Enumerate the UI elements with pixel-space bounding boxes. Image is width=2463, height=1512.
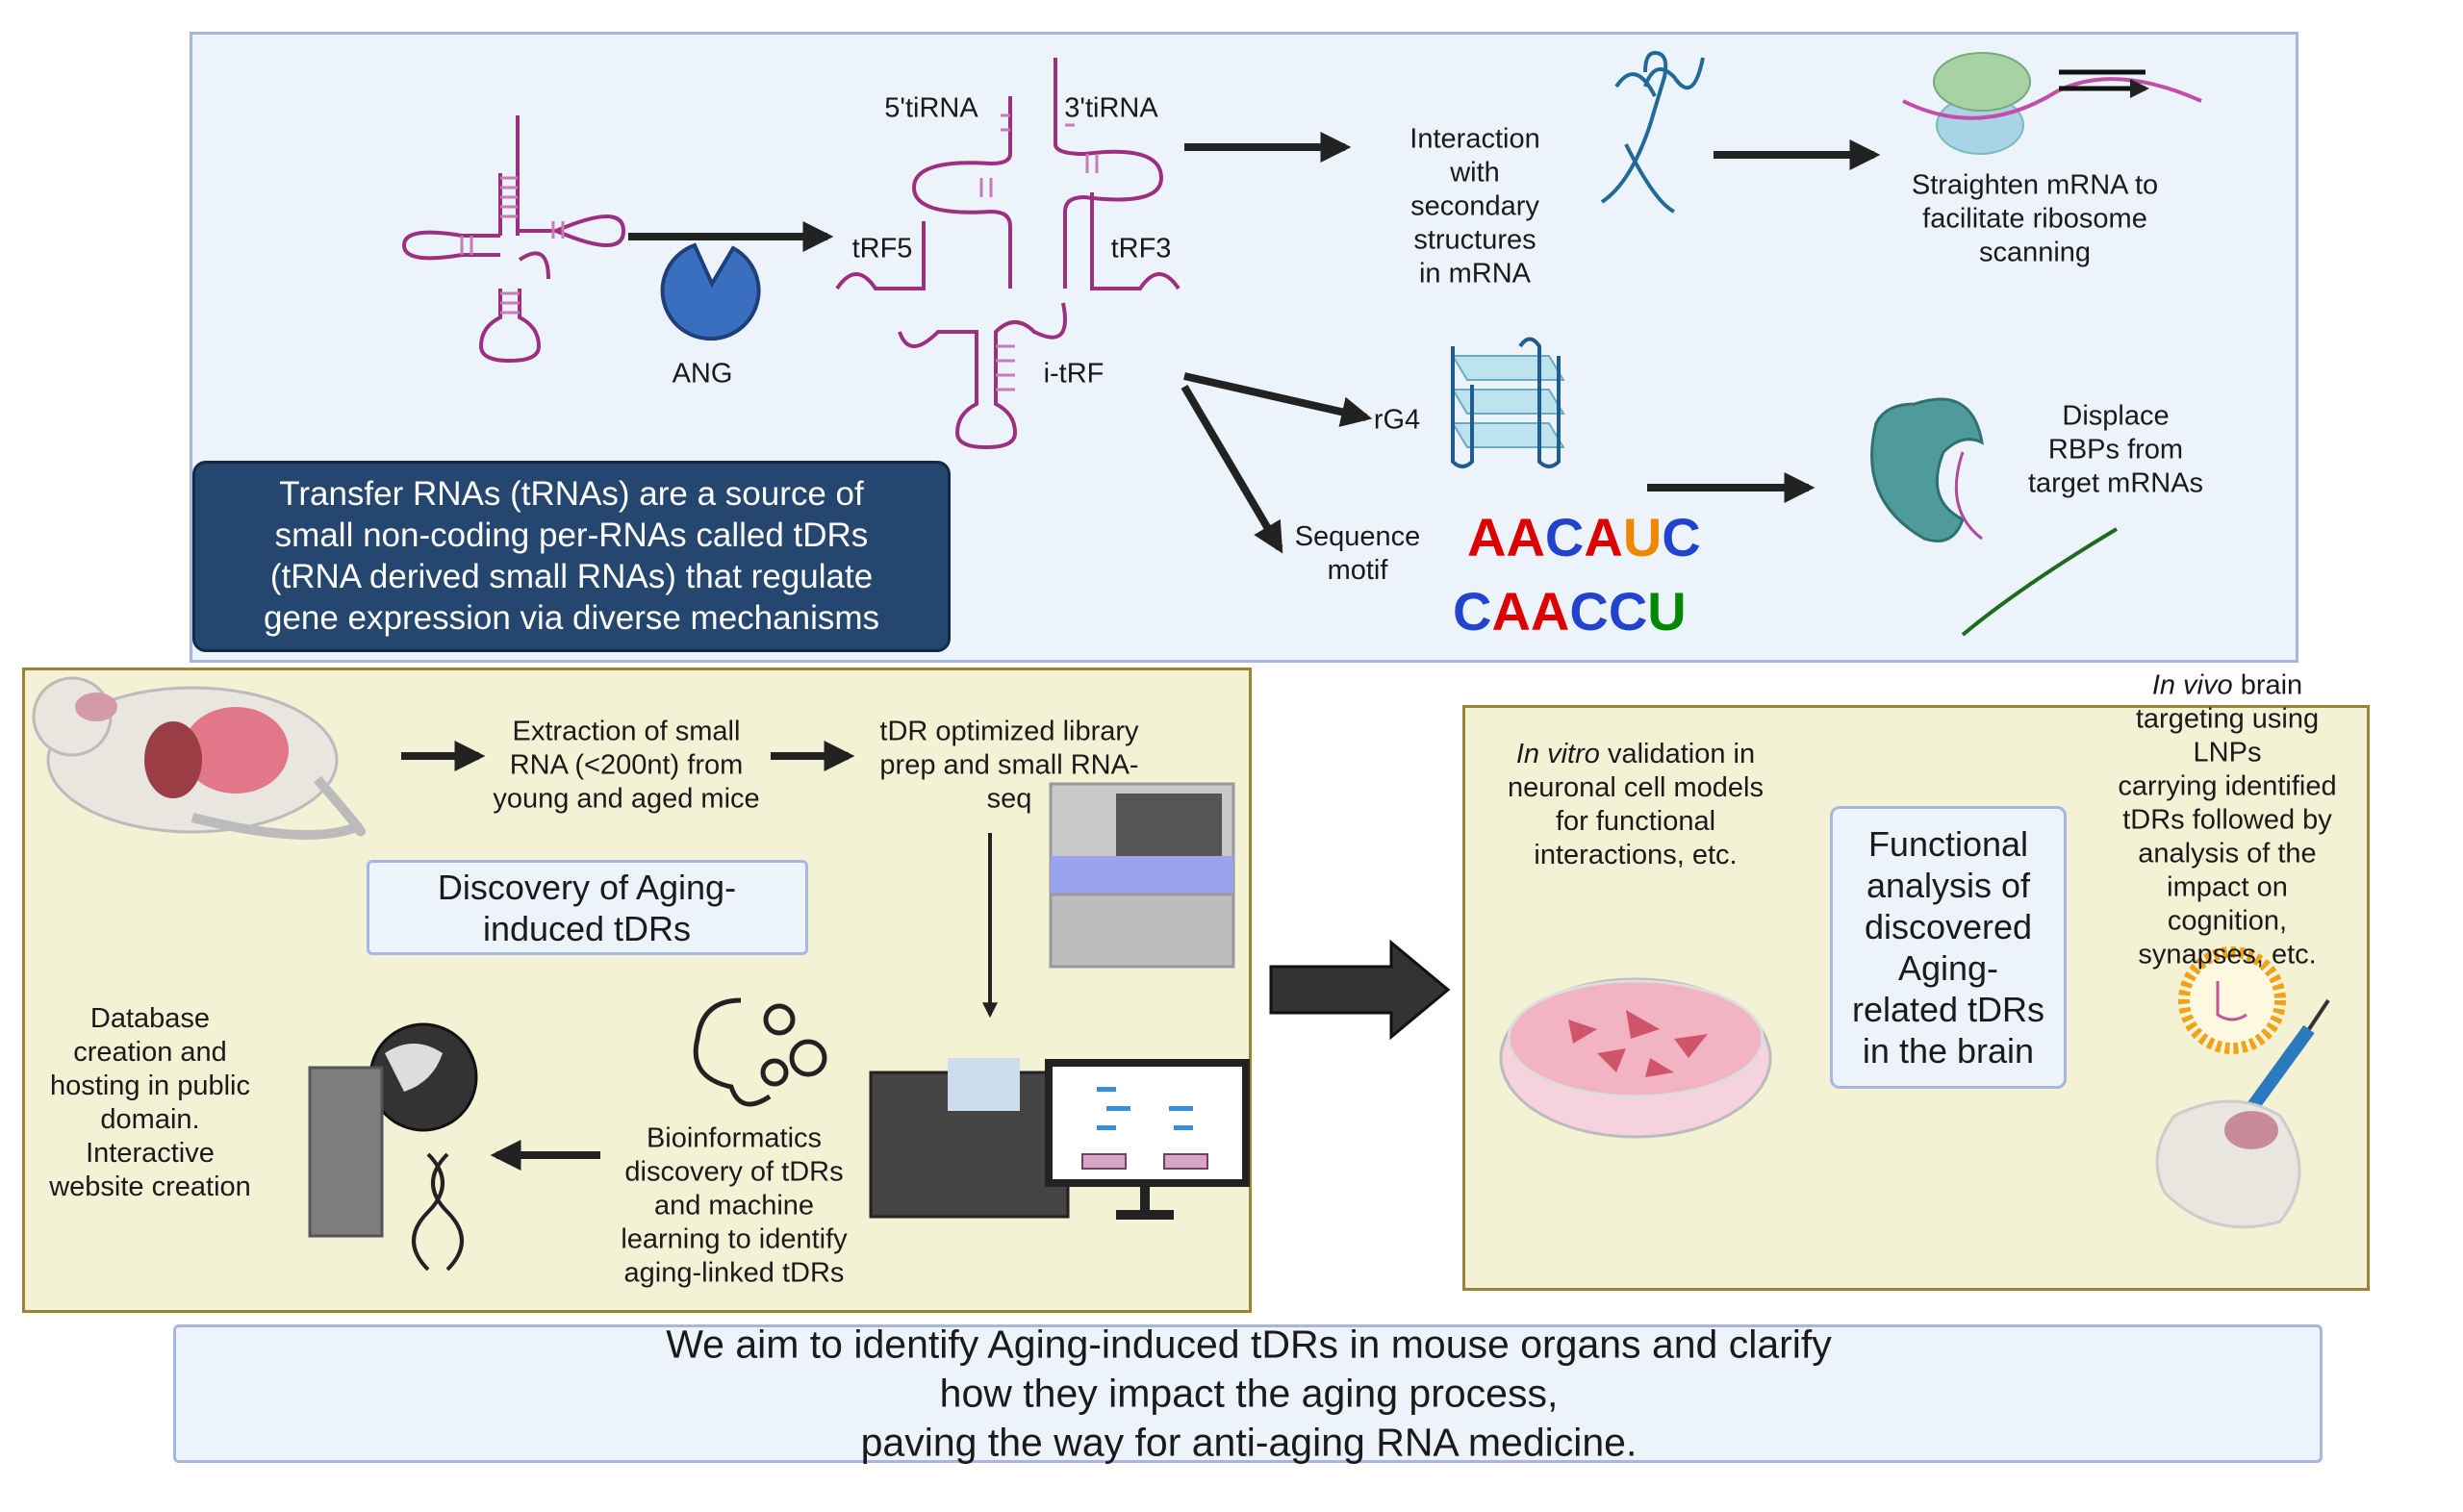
extraction-text: Extraction of small RNA (<200nt) from yo…: [493, 716, 760, 815]
mouse-organs-icon: [32, 676, 366, 840]
motif-logo-2: CAACCU: [1453, 581, 1687, 642]
big-arrow-icon: [1269, 939, 1451, 1041]
aim-box: [173, 1324, 2323, 1463]
trna-fragments-icon: [835, 58, 1181, 450]
label-rg4: rG4: [1373, 404, 1421, 436]
petri-dish-icon: [1499, 977, 1772, 1139]
aim-text: We aim to identify Aging-induced tDRs in…: [666, 1322, 1832, 1465]
functional-title-box: [1830, 806, 2067, 1089]
sequence-logo-icon: AACAUC CAACCU: [1453, 507, 1701, 642]
functional-title: Functional analysis of discovered Aging-…: [1851, 824, 2045, 1071]
rg4-quadruplex-icon: [1451, 337, 1565, 468]
brain-gears-icon: [693, 997, 827, 1107]
in-vivo-italic: In vivo: [2151, 669, 2233, 701]
in-vivo-text: In vivo brain targeting using LNPs carry…: [2110, 669, 2346, 972]
trna-cloverleaf-icon: [401, 115, 626, 364]
flow-arrows: [401, 132, 1881, 1171]
bioinformatics-text: Bioinformatics discovery of tDRs and mac…: [621, 1122, 848, 1289]
discovery-title-box: [367, 860, 808, 955]
mrna-secondary-structure-icon: [1600, 50, 1705, 214]
label-3-tirna: 3'tiRNA: [1064, 92, 1158, 124]
in-vivo-rest: brain targeting using LNPs carrying iden…: [2118, 669, 2337, 970]
straighten-text: Straighten mRNA to facilitate ribosome s…: [1911, 169, 2159, 268]
ang-enzyme-icon: [660, 242, 761, 341]
displace-text: Displace RBPs from target mRNAs: [2027, 400, 2204, 499]
label-5-tirna: 5'tiRNA: [884, 92, 978, 124]
server-globe-icon: [308, 1022, 478, 1272]
summary-text: Transfer RNAs (tRNAs) are a source of sm…: [263, 475, 880, 637]
sequencer-icon: [1049, 782, 1235, 969]
library-prep-text: tDR optimized library prep and small RNA…: [879, 716, 1139, 815]
label-trf5: tRF5: [851, 233, 913, 265]
in-vitro-text: In vitro validation in neuronal cell mod…: [1508, 738, 1764, 872]
label-sequence-motif: Sequence motif: [1294, 521, 1421, 586]
ribosome-icon: [1902, 52, 2202, 155]
in-vitro-italic: In vitro: [1515, 739, 1600, 769]
label-trf3: tRF3: [1110, 233, 1172, 265]
label-ang: ANG: [672, 358, 733, 390]
interaction-text: Interaction with secondary structures in…: [1409, 123, 1540, 290]
summary-box: [192, 461, 951, 652]
arrow-rg4: [1183, 372, 1373, 427]
discovery-title: Discovery of Aging- induced tDRs: [437, 868, 737, 948]
arrow-motif: [1181, 384, 1283, 554]
in-vitro-rest: validation in neuronal cell models for f…: [1508, 739, 1764, 870]
motif-logo-1: AACAUC: [1467, 507, 1701, 567]
rbp-protein-icon: [1870, 397, 2119, 637]
lnp-syringe-mouse-icon: [2155, 946, 2330, 1229]
label-i-trf: i-tRF: [1043, 358, 1105, 390]
database-text: Database creation and hosting in public …: [49, 1003, 251, 1202]
computer-sequencing-icon: [869, 1058, 1250, 1220]
